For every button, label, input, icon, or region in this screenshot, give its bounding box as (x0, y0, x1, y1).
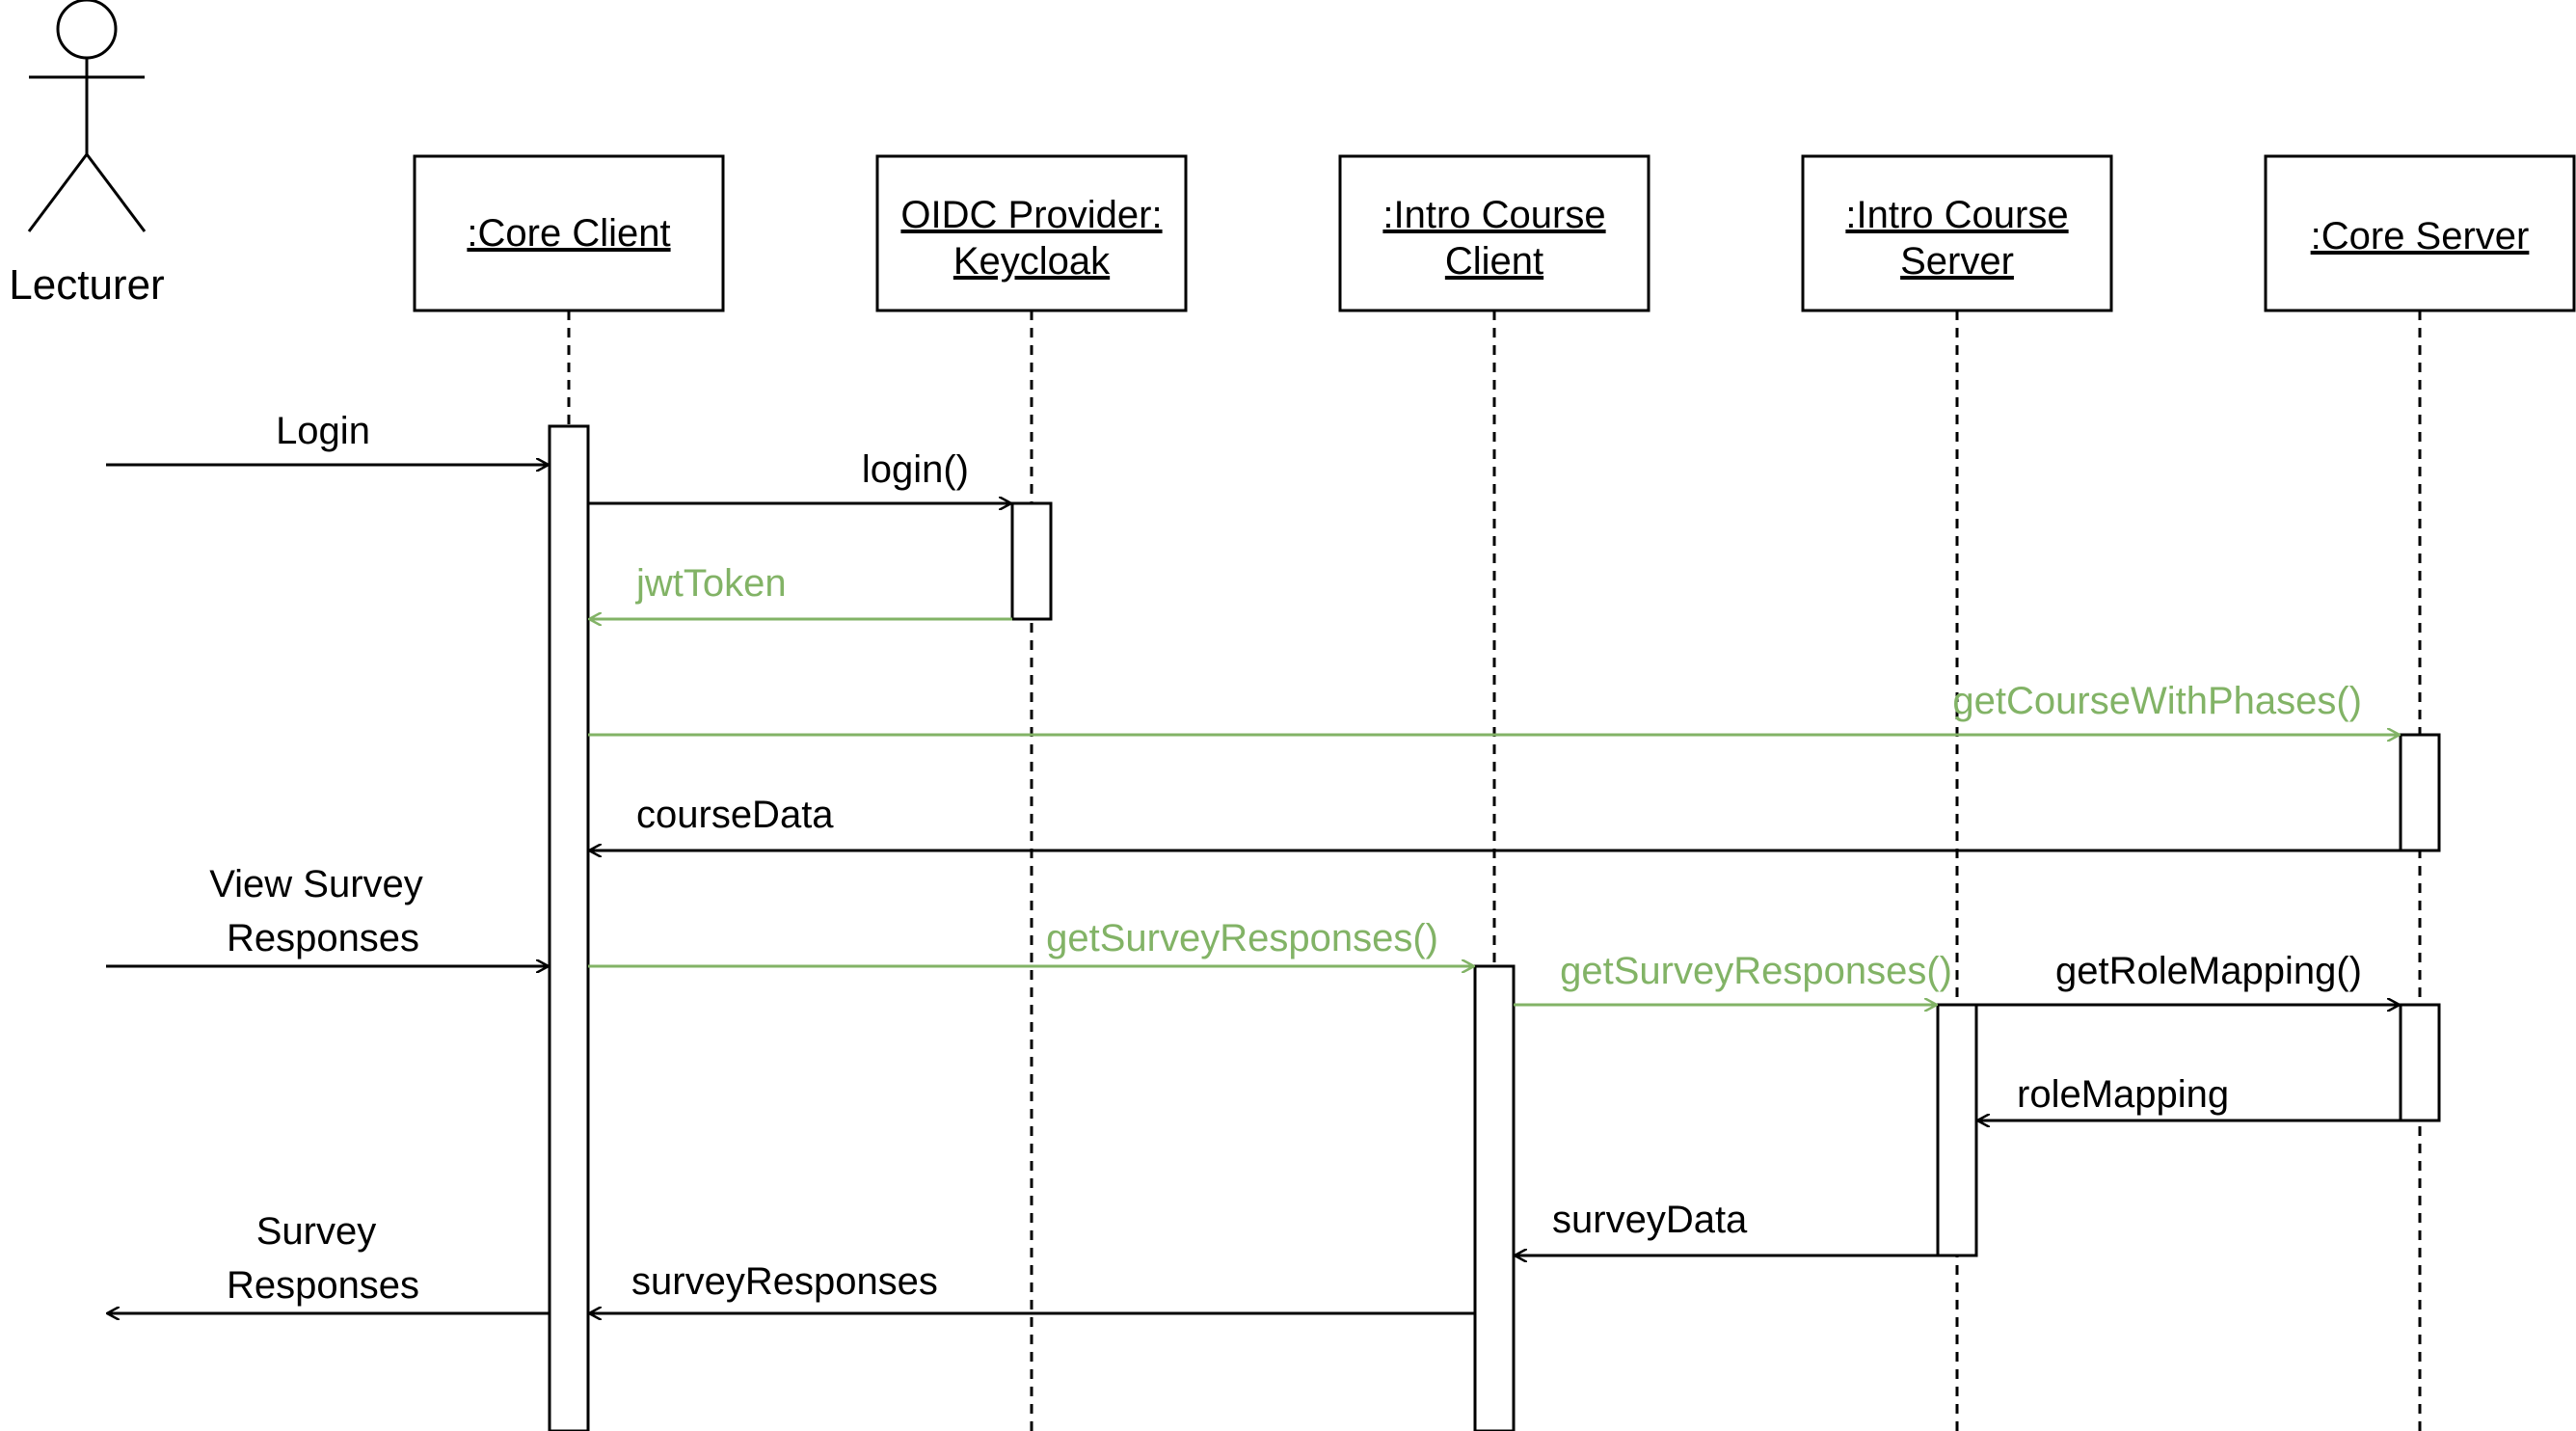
message-label-role-mapping: roleMapping (2017, 1073, 2229, 1116)
actor-left-leg (27, 153, 89, 232)
actor-lecturer: Lecturer (9, 0, 165, 309)
message-label-survey-responses-out-line2: Responses (227, 1264, 419, 1307)
actor-right-leg (85, 153, 147, 232)
message-label-login: Login (276, 410, 370, 452)
message-label-survey-responses-out-line1: Survey (256, 1210, 377, 1253)
participant-intro-course-server: :Intro Course Server (1801, 154, 2113, 312)
message-label-jwt-token: jwtToken (635, 562, 787, 605)
participant-name-line2: Client (1445, 240, 1543, 283)
participant-intro-course-client: :Intro Course Client (1338, 154, 1650, 312)
participant-oidc-provider: OIDC Provider: Keycloak (875, 154, 1188, 312)
message-label-get-survey-responses-server: getSurveyResponses() (1560, 950, 1952, 992)
activation-oidc-provider (1010, 501, 1053, 621)
participant-name-line1: :Intro Course (1845, 194, 2068, 236)
participant-name-line2: Server (1900, 240, 2014, 283)
message-label-survey-data: surveyData (1552, 1199, 1748, 1241)
participant-name: :Core Client (467, 212, 670, 255)
participant-name: :Core Server (2311, 215, 2530, 257)
participant-core-client: :Core Client (413, 154, 725, 312)
message-label-survey-responses: surveyResponses (631, 1260, 938, 1303)
message-label-view-survey-line1: View Survey (209, 863, 423, 905)
participant-name-line1: OIDC Provider: (900, 194, 1162, 236)
message-label-course-data: courseData (636, 794, 834, 836)
participant-core-server: :Core Server (2264, 154, 2576, 312)
message-label-view-survey-line2: Responses (227, 917, 419, 959)
participant-box (1801, 154, 2113, 312)
activation-intro-course-client (1473, 964, 1516, 1431)
message-label-get-course-with-phases: getCourseWithPhases() (1952, 680, 2362, 722)
participant-box (2264, 154, 2576, 312)
participant-name-line1: :Intro Course (1382, 194, 1605, 236)
message-label-get-role-mapping: getRoleMapping() (2055, 950, 2362, 992)
actor-label: Lecturer (9, 261, 164, 309)
actor-head (56, 0, 118, 60)
activation-core-client (548, 424, 590, 1431)
activation-intro-course-server (1936, 1003, 1978, 1257)
activation-core-server-role (2399, 1003, 2441, 1122)
message-label-get-survey-responses-client: getSurveyResponses() (1046, 917, 1438, 959)
message-label-login-call: login() (862, 448, 969, 491)
participant-box (1338, 154, 1650, 312)
participant-box (413, 154, 725, 312)
participant-box (875, 154, 1188, 312)
participant-name-line2: Keycloak (953, 240, 1111, 283)
activation-core-server-course (2399, 733, 2441, 852)
